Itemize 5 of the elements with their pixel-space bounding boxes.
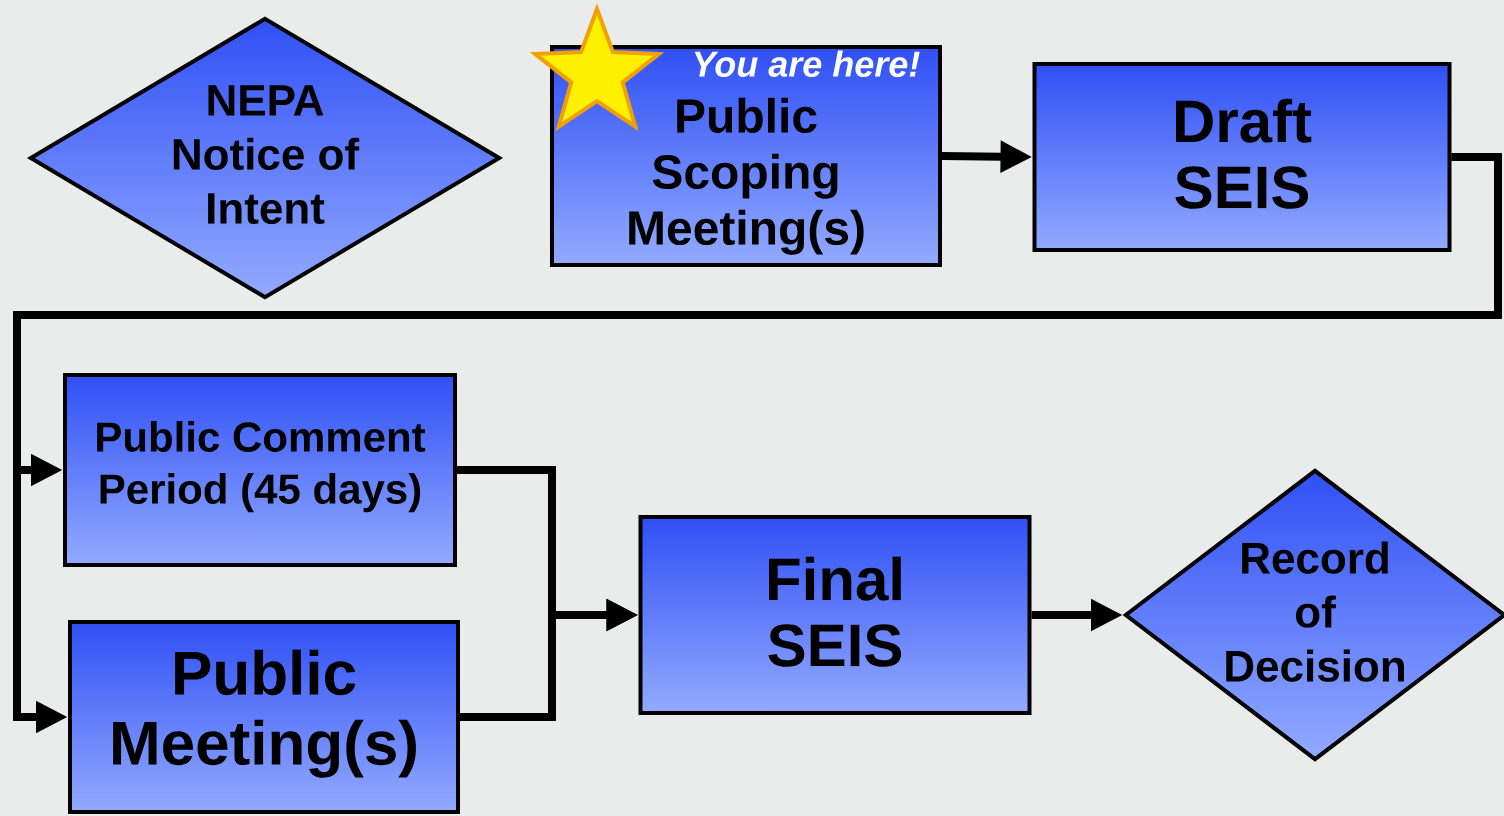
process-box: You are here! Public Scoping Meeting(s) — [550, 45, 942, 267]
process-box: Final SEIS — [638, 515, 1032, 715]
process-box: Draft SEIS — [1032, 62, 1452, 252]
process-box: Public Comment Period (45 days) — [63, 373, 457, 567]
process-box: Public Meeting(s) — [68, 620, 460, 814]
